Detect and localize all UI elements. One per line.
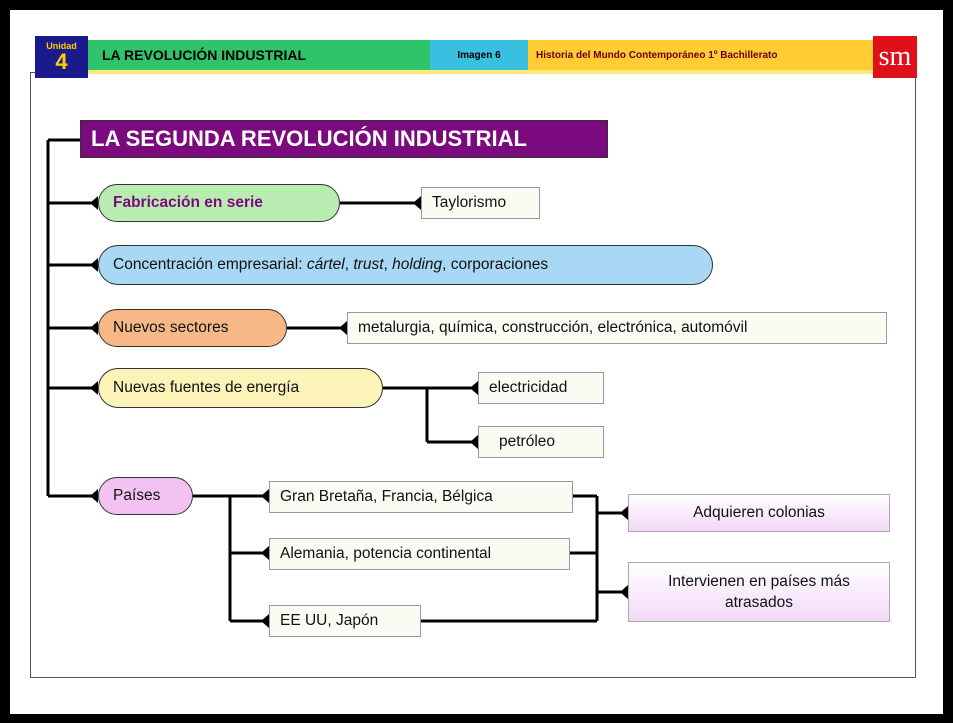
sm-logo: sm — [873, 36, 917, 78]
energia-label: Nuevas fuentes de energía — [113, 379, 300, 396]
eeuu-label: EE UU, Japón — [280, 612, 379, 629]
fabricacion-label: Fabricación en serie — [113, 194, 263, 211]
node-concentracion: Concentración empresarial: cártel, trust… — [98, 245, 713, 285]
node-paises: Países — [98, 477, 193, 515]
node-taylorismo: Taylorismo — [421, 187, 540, 219]
concentracion-text: Concentración empresarial: — [113, 256, 307, 273]
node-gran-bretana: Gran Bretaña, Francia, Bélgica — [269, 481, 573, 513]
trust-text: trust — [353, 256, 384, 273]
alemania-label: Alemania, potencia continental — [280, 545, 492, 562]
unit-badge: Unidad 4 — [35, 36, 88, 78]
intervienen-label: Intervienen en países más atrasados — [668, 573, 850, 611]
colonias-label: Adquieren colonias — [693, 504, 825, 521]
petroleo-label: petróleo — [499, 433, 556, 450]
node-energia: Nuevas fuentes de energía — [98, 368, 383, 408]
gran-bretana-label: Gran Bretaña, Francia, Bélgica — [280, 488, 493, 505]
node-electricidad: electricidad — [478, 372, 604, 404]
node-nuevos-sectores: Nuevos sectores — [98, 309, 287, 347]
image-label: Imagen 6 — [430, 40, 528, 70]
node-intervienen: Intervienen en países más atrasados — [628, 562, 890, 622]
node-petroleo: petróleo — [478, 426, 604, 458]
course-label: Historia del Mundo Contemporáneo 1º Bach… — [528, 40, 873, 70]
paises-label: Países — [113, 487, 161, 504]
concentracion-label: Concentración empresarial: cártel, trust… — [113, 256, 548, 274]
corporaciones-text: , corporaciones — [442, 256, 549, 273]
header-title: LA REVOLUCIÓN INDUSTRIAL — [88, 40, 430, 70]
comma-1: , — [344, 256, 354, 273]
unit-number: 4 — [55, 49, 68, 74]
sectores-list-label: metalurgia, química, construcción, elect… — [358, 319, 748, 336]
comma-2: , — [383, 256, 393, 273]
node-colonias: Adquieren colonias — [628, 494, 890, 532]
diagram-title: LA SEGUNDA REVOLUCIÓN INDUSTRIAL — [80, 120, 608, 158]
node-eeuu: EE UU, Japón — [269, 605, 421, 637]
taylorismo-label: Taylorismo — [432, 194, 507, 211]
cartel-text: cártel — [306, 256, 345, 273]
unit-label: Unidad — [46, 41, 77, 51]
electricidad-label: electricidad — [489, 379, 568, 396]
node-fabricacion: Fabricación en serie — [98, 184, 340, 222]
header-underline — [88, 70, 873, 74]
node-alemania: Alemania, potencia continental — [269, 538, 570, 570]
node-sectores-list: metalurgia, química, construcción, elect… — [347, 312, 887, 344]
nuevos-sectores-label: Nuevos sectores — [113, 319, 229, 336]
holding-text: holding — [392, 256, 443, 273]
